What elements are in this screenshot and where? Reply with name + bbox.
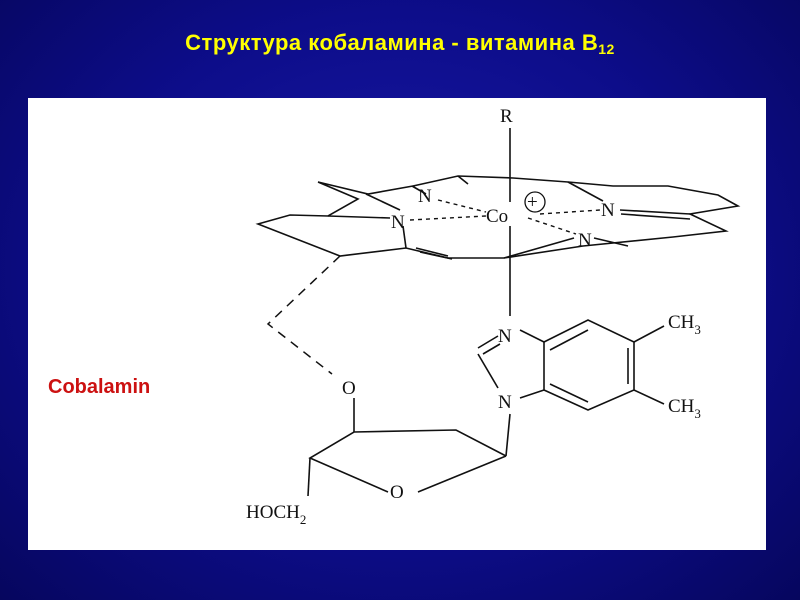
co-coordination-bonds <box>409 199 601 235</box>
charge-circle <box>524 191 546 213</box>
atom-r: R <box>500 106 513 127</box>
atom-n-imidazole-top: N <box>498 326 512 347</box>
atom-hoch2: HOCH2 <box>246 502 306 527</box>
corrin-ring <box>255 175 741 260</box>
slide-title: Структура кобаламина - витамина B12 <box>0 30 800 57</box>
cobalamin-label: Cobalamin <box>48 376 151 398</box>
cobalamin-structure: R Co + N N N N N N CH3 CH3 <box>246 106 741 527</box>
atom-n-top: N <box>418 186 432 207</box>
benzimidazole <box>477 319 665 411</box>
title-text: Структура кобаламина - витамина B <box>185 30 599 55</box>
atom-cobalt: Co <box>486 206 508 227</box>
title-subscript: 12 <box>598 41 615 57</box>
atom-o-phosphate: O <box>342 378 356 399</box>
atom-ch3-top: CH3 <box>668 312 701 337</box>
atom-charge: + <box>527 192 538 213</box>
atom-n-left: N <box>391 212 405 233</box>
phosphate-linkage <box>266 255 341 375</box>
atom-n-right: N <box>601 200 615 221</box>
ribose-ring <box>307 398 511 497</box>
atom-n-imidazole-bottom: N <box>498 392 512 413</box>
atom-n-lower: N <box>578 230 592 251</box>
atom-o-ring: O <box>390 482 404 503</box>
diagram-panel: Cobalamin <box>28 98 766 550</box>
atom-ch3-bottom: CH3 <box>668 396 701 421</box>
